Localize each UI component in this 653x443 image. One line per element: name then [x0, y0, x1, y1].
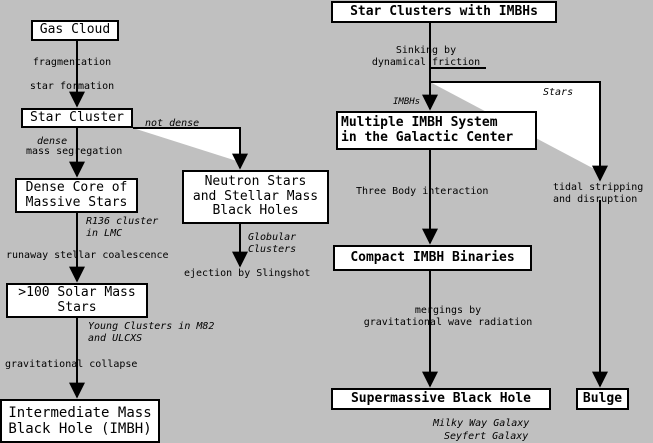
imbhs-label: IMBHs [393, 97, 421, 107]
arrow-stars-branch [430, 81, 608, 182]
dense-core-box: Dense Core of Massive Stars [15, 178, 138, 213]
star-formation-label: star formation [29, 81, 115, 92]
imbh-box: Intermediate Mass Black Hole (IMBH) [0, 399, 160, 443]
arrow-cluster-to-neutron [133, 127, 248, 170]
milky-way-label: Milky Way Galaxy [433, 418, 530, 429]
bulge-box: Bulge [576, 388, 629, 410]
stars-label: Stars [543, 87, 574, 98]
r136-label: R136 cluster in LMC [86, 216, 159, 239]
young-clusters-label: Young Clusters in M82 and ULCXS [88, 321, 215, 344]
seyfert-label: Seyfert Galaxy [444, 431, 529, 442]
gas-cloud-box: Gas Cloud [31, 20, 119, 41]
fragmentation-label: fragmentation [32, 57, 112, 68]
three-body-label: Three Body interaction [356, 186, 489, 197]
multiple-imbh-box: Multiple IMBH System in the Galactic Cen… [336, 111, 537, 150]
star-cluster-box: Star Cluster [21, 108, 133, 128]
smbh-box: Supermassive Black Hole [331, 388, 551, 410]
compact-binaries-box: Compact IMBH Binaries [333, 245, 532, 271]
globular-label: Globular Clusters [248, 232, 297, 255]
ejection-label: ejection by Slingshot [184, 268, 311, 279]
sinking-label: Sinking by dynamical friction [371, 45, 481, 68]
mass-segregation-label: mass segregation [26, 146, 123, 157]
dense-label: dense [37, 136, 68, 147]
grav-collapse-label: gravitational collapse [5, 359, 138, 370]
not-dense-wedge [133, 128, 240, 162]
runaway-label: runaway stellar coalescence [6, 250, 169, 261]
neutron-stars-box: Neutron Stars and Stellar Mass Black Hol… [182, 170, 329, 224]
star-clusters-imbhs-box: Star Clusters with IMBHs [331, 1, 557, 23]
tidal-label: tidal stripping and disruption [553, 182, 644, 205]
not-dense-label: not dense [145, 118, 200, 129]
mergings-label: mergings by gravitational wave radiation [363, 305, 533, 328]
solar-mass-stars-box: >100 Solar Mass Stars [6, 283, 148, 318]
